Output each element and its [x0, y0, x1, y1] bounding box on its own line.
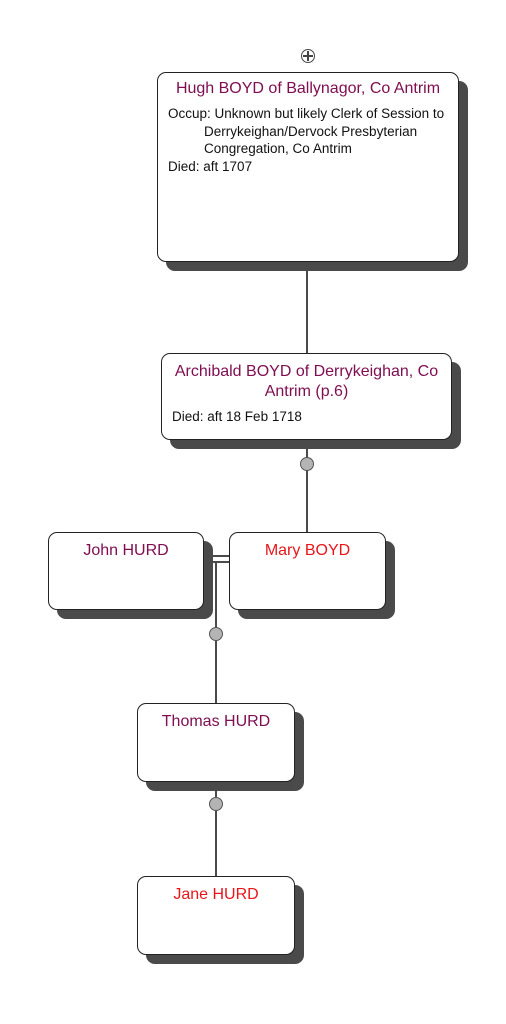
person-facts: Died: aft 18 Feb 1718 [172, 408, 441, 426]
fact-value: aft 18 Feb 1718 [207, 409, 302, 424]
person-box-hugh-boyd[interactable]: Hugh BOYD of Ballynagor, Co Antrim Occup… [157, 72, 459, 262]
occupation-fact: Occup: Unknown but likely Clerk of Sessi… [168, 105, 448, 158]
person-box-thomas-hurd[interactable]: Thomas HURD [137, 703, 295, 782]
connector-thomas-jane [215, 782, 217, 876]
fact-label: Died: [168, 158, 200, 174]
fact-value: Unknown but likely Clerk of Session to D… [204, 106, 445, 156]
fact-label: Died: [172, 409, 204, 424]
person-box-jane-hurd[interactable]: Jane HURD [137, 876, 295, 955]
descendant-dot-icon[interactable] [300, 457, 314, 471]
person-name: Mary BOYD [264, 542, 351, 559]
expand-ancestors-icon[interactable] [301, 49, 315, 63]
person-box-john-hurd[interactable]: John HURD [48, 532, 204, 610]
connector-archibald-mary [306, 440, 308, 532]
death-fact: Died: aft 1707 [168, 158, 448, 176]
person-name: Hugh BOYD of Ballynagor, Co Antrim [175, 80, 441, 97]
death-fact: Died: aft 18 Feb 1718 [172, 408, 441, 426]
person-name: Archibald BOYD of Derrykeighan, Co Antri… [174, 363, 439, 400]
person-name: John HURD [83, 542, 169, 559]
descendant-dot-icon[interactable] [209, 797, 223, 811]
person-box-archibald-boyd[interactable]: Archibald BOYD of Derrykeighan, Co Antri… [161, 353, 452, 440]
person-name: Thomas HURD [161, 713, 271, 730]
connector-hugh-archibald [306, 262, 308, 354]
fact-value: aft 1707 [203, 158, 253, 174]
person-facts: Occup: Unknown but likely Clerk of Sessi… [168, 105, 448, 175]
marriage-line-top [204, 555, 230, 557]
fact-label: Occup: [168, 106, 211, 121]
marriage-line-bottom [204, 561, 230, 563]
person-box-mary-boyd[interactable]: Mary BOYD [229, 532, 386, 610]
descendant-dot-icon[interactable] [209, 627, 223, 641]
person-name: Jane HURD [173, 886, 259, 903]
